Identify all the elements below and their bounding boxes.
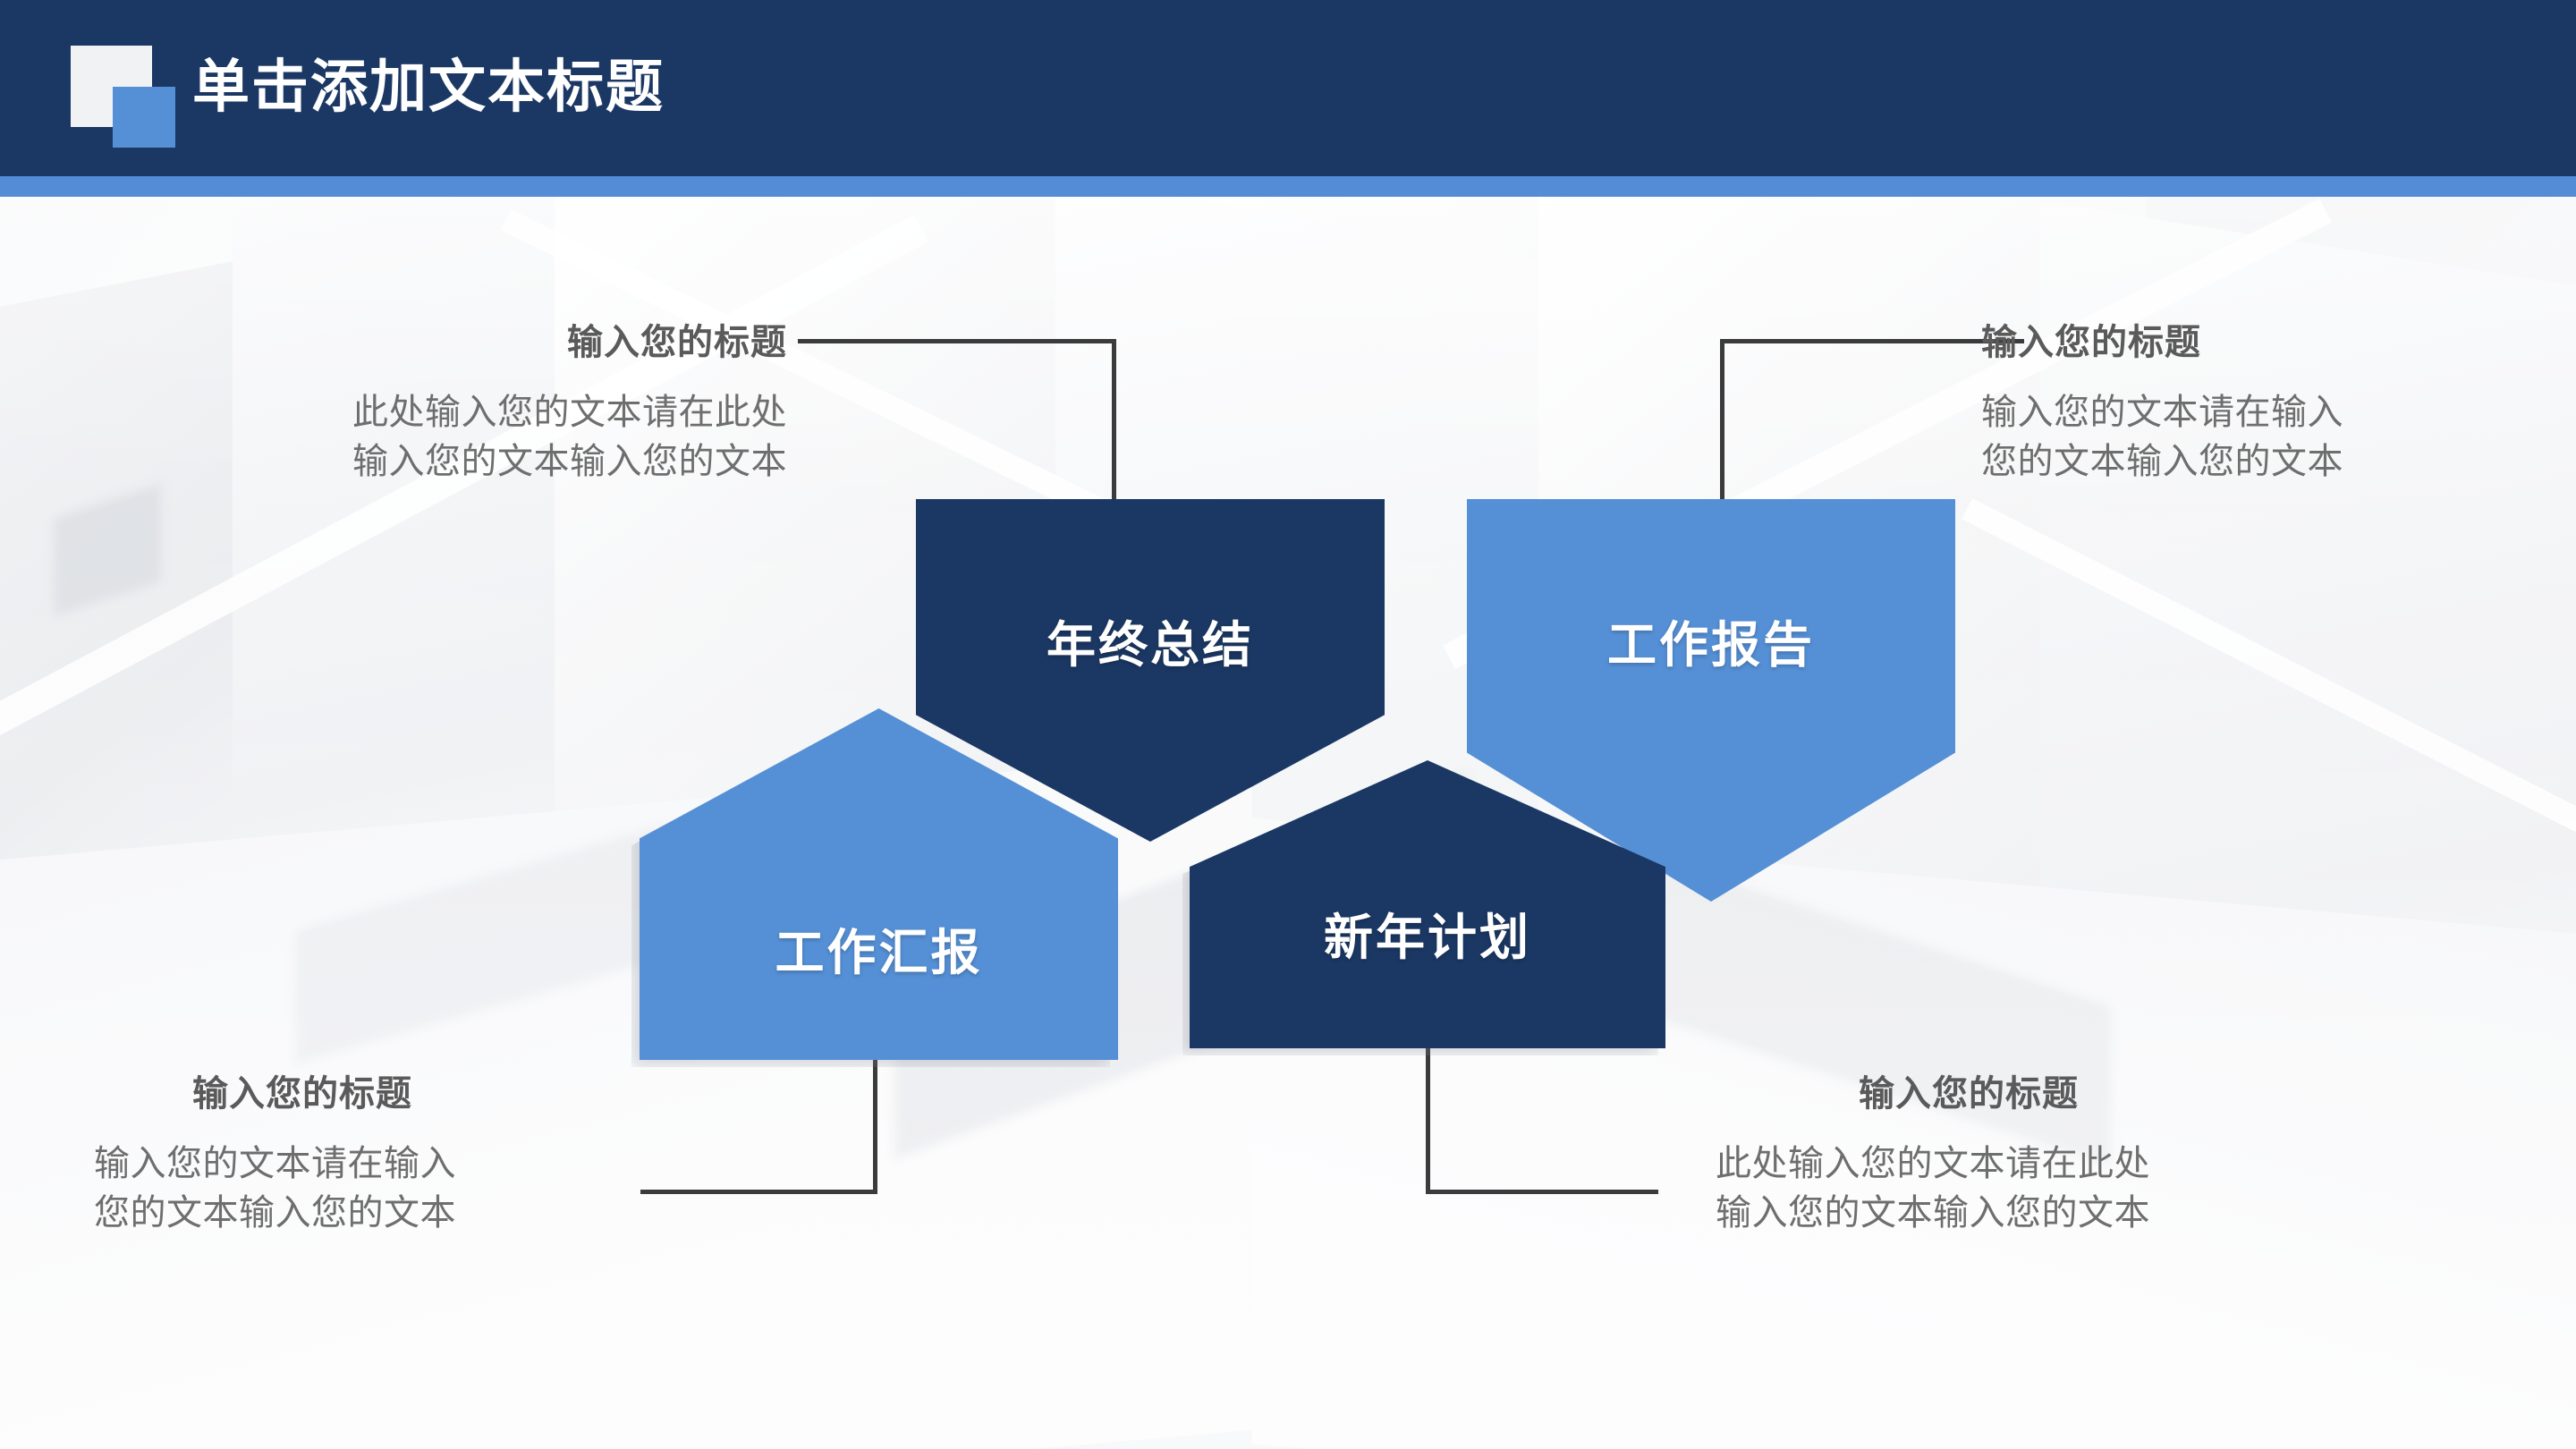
- callout-bottom-left-line1: 输入您的文本请在输入: [94, 1144, 456, 1183]
- callout-bottom-right-line1: 此处输入您的文本请在此处: [1716, 1144, 2150, 1183]
- callout-top-left-title: 输入您的标题: [567, 323, 787, 362]
- callout-top-right-line2: 您的文本输入您的文本: [1981, 442, 2343, 482]
- callout-bottom-left: 输入您的标题 输入您的文本请在输入 您的文本输入您的文本: [94, 1064, 711, 1238]
- connector-line-top-left-horizontal: [798, 339, 1115, 343]
- callout-bottom-left-line2: 您的文本输入您的文本: [94, 1193, 456, 1233]
- callout-top-left-line2: 输入您的文本输入您的文本: [352, 442, 787, 482]
- callout-bottom-right-title: 输入您的标题: [1859, 1074, 2079, 1114]
- connector-line-bottom-right-vertical: [1426, 1048, 1430, 1190]
- connector-line-bottom-right-horizontal: [1426, 1190, 1658, 1194]
- callout-top-left-body: 此处输入您的文本请在此处 输入您的文本输入您的文本: [80, 388, 787, 487]
- logo-square-blue-icon: [113, 87, 175, 148]
- connector-line-bottom-left-vertical: [873, 1060, 877, 1194]
- shape-label-nzzj: 年终总结: [1046, 617, 1254, 673]
- callout-bottom-left-title: 输入您的标题: [192, 1074, 412, 1114]
- callout-top-right-line1: 输入您的文本请在输入: [1981, 393, 2343, 432]
- connector-line-top-right-horizontal: [1720, 339, 2024, 343]
- callout-top-right: 输入您的标题 输入您的文本请在输入 您的文本输入您的文本: [1981, 313, 2536, 487]
- callout-bottom-right-line2: 输入您的文本输入您的文本: [1716, 1193, 2150, 1233]
- callout-top-left-line1: 此处输入您的文本请在此处: [352, 393, 787, 432]
- callout-bottom-right: 输入您的标题 此处输入您的文本请在此处 输入您的文本输入您的文本: [1716, 1064, 2485, 1238]
- callout-top-right-title: 输入您的标题: [1981, 323, 2201, 362]
- connector-line-top-right-vertical: [1720, 339, 1724, 502]
- header-bar: [0, 0, 2576, 176]
- callout-bottom-left-body: 输入您的文本请在输入 您的文本输入您的文本: [94, 1140, 711, 1238]
- callout-top-right-body: 输入您的文本请在输入 您的文本输入您的文本: [1981, 388, 2536, 487]
- header-accent-bar: [0, 176, 2576, 197]
- callout-bottom-right-body: 此处输入您的文本请在此处 输入您的文本输入您的文本: [1716, 1140, 2485, 1238]
- shape-label-gzhb: 工作汇报: [775, 925, 983, 980]
- connector-line-top-left-vertical: [1112, 339, 1116, 502]
- shape-label-gzbg: 工作报告: [1606, 617, 1815, 673]
- shape-label-xnjh: 新年计划: [1323, 910, 1531, 965]
- connector-line-bottom-left-horizontal: [640, 1190, 877, 1194]
- callout-top-left: 输入您的标题 此处输入您的文本请在此处 输入您的文本输入您的文本: [80, 313, 787, 487]
- page-title: 单击添加文本标题: [192, 55, 665, 119]
